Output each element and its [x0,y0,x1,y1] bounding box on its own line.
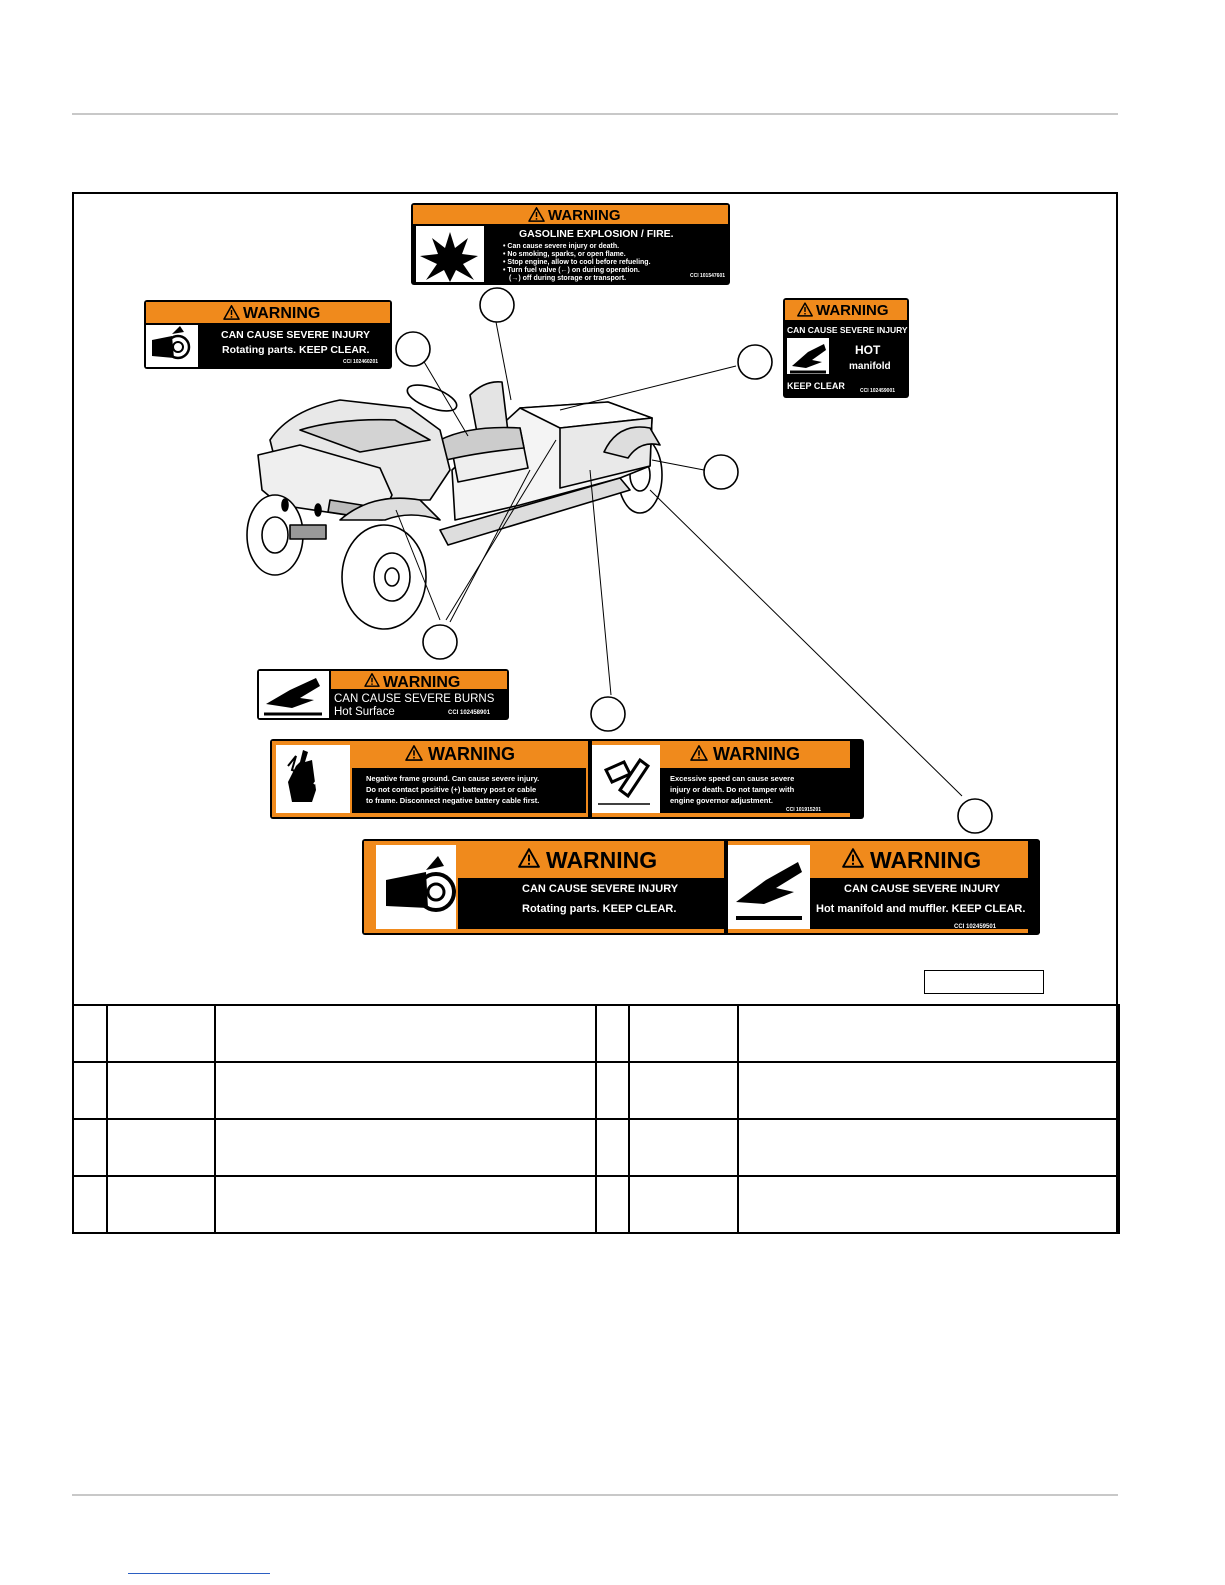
decal-combo-large: WARNING CAN CAUSE SEVERE INJURY Rotating… [362,839,1040,935]
fuel-part-no: CCI 101547601 [690,273,725,279]
decal-rotating-small: WARNING CAN CAUSE SEVERE INJURY Rotating… [144,300,392,369]
hot-manifold-manifold: manifold [849,361,891,372]
speed-line-2: injury or death. Do not tamper with [670,785,795,794]
battery-line-1: Negative frame ground. Can cause severe … [366,774,539,783]
fuel-line-5: (→) off during storage or transport. [509,275,626,282]
table-cell [737,1061,1120,1120]
decal-severe-burns: WARNING CAN CAUSE SEVERE BURNS Hot Surfa… [257,669,509,720]
table-cell [214,1175,597,1234]
steering-wheel [406,384,458,412]
combo-left-header: WARNING [546,847,657,873]
table-cell [106,1061,216,1120]
burns-line-2: Hot Surface [334,706,395,718]
fuel-line-4: • Turn fuel valve (←) on during operatio… [503,267,640,274]
leader-lines [395,321,963,797]
rotating-parts-icon [386,856,456,912]
decal-hot-manifold: WARNING CAN CAUSE SEVERE INJURY HOT mani… [783,298,909,398]
callout-circle [957,798,993,834]
table-cell [628,1175,739,1234]
table-cell [72,1118,108,1177]
fuel-title: GASOLINE EXPLOSION / FIRE. [519,228,674,240]
footer-rule [72,1494,1118,1496]
hot-surface-icon [790,344,826,374]
callout-circles [395,287,993,834]
table-cell [72,1061,108,1120]
decal-battery-speed: WARNING Negative frame ground. Can cause… [270,739,864,819]
table-cell [595,1004,630,1063]
header-rule [72,113,1118,115]
combo-left-line-2: Rotating parts. KEEP CLEAR. [522,903,676,915]
rotating-small-header: WARNING [243,305,320,322]
battery-line-2: Do not contact positive (+) battery post… [366,785,536,794]
rotating-parts-icon [152,326,191,360]
fuel-header: WARNING [548,207,621,224]
governor-icon [598,757,651,805]
table-cell [106,1118,216,1177]
fuel-line-1: • Can cause severe injury or death. [503,243,619,250]
table-cell [214,1118,597,1177]
table-cell [595,1175,630,1234]
combo-part-no: CCI 102459501 [954,924,997,930]
speed-line-3: engine governor adjustment. [670,796,773,805]
table-cell [595,1118,630,1177]
callout-circle [590,696,626,732]
callout-circle [395,331,431,367]
table-cell [595,1061,630,1120]
speed-line-1: Excessive speed can cause severe [670,774,794,783]
combo-right-line-2: Hot manifold and muffler. KEEP CLEAR. [816,903,1025,915]
utility-vehicle-drawing [246,380,663,630]
hot-manifold-line-1: CAN CAUSE SEVERE INJURY [787,325,908,335]
legend-table [72,1004,1120,1234]
hot-surface-icon [736,862,802,920]
callout-circle [737,344,773,380]
table-cell [737,1175,1120,1234]
fuel-line-3: • Stop engine, allow to cool before refu… [503,259,651,266]
combo-right-header: WARNING [870,847,981,873]
burns-header: WARNING [383,674,460,691]
battery-header: WARNING [428,744,515,764]
hot-manifold-hot: HOT [855,343,881,357]
callout-circle [422,624,458,660]
hot-manifold-header: WARNING [816,302,889,319]
rotating-small-line-1: CAN CAUSE SEVERE INJURY [221,329,370,341]
callout-circle [479,287,515,323]
table-cell [72,1175,108,1234]
hot-surface-icon [264,678,322,716]
battery-line-3: to frame. Disconnect negative battery ca… [366,796,539,805]
table-cell [737,1118,1120,1177]
fuel-line-2: • No smoking, sparks, or open flame. [503,251,626,258]
table-cell [737,1004,1120,1063]
burns-line-1: CAN CAUSE SEVERE BURNS [334,693,495,705]
decal-fuel-warning: WARNING GASOLINE EXPLOSION / FIRE. • Can… [411,203,730,285]
table-cell [628,1061,739,1120]
table-row [72,1004,1120,1063]
figure-id-box [924,970,1044,994]
combo-right-line-1: CAN CAUSE SEVERE INJURY [844,883,1001,895]
burns-part-no: CCI 102458901 [448,710,491,716]
explosion-icon [420,232,478,282]
battery-speed-part-no: CCI 101915201 [786,807,821,813]
table-row [72,1118,1120,1177]
rotating-small-line-2: Rotating parts. KEEP CLEAR. [222,344,369,356]
seat [469,380,509,439]
speed-header: WARNING [713,744,800,764]
rotating-small-part-no: CCI 102460201 [343,359,378,365]
table-cell [628,1118,739,1177]
table-cell [72,1004,108,1063]
decal-illustration: WARNING GASOLINE EXPLOSION / FIRE. • Can… [144,203,1040,935]
table-cell [628,1004,739,1063]
hot-manifold-keep-clear: KEEP CLEAR [787,381,845,391]
table-row [72,1061,1120,1120]
table-row [72,1175,1120,1234]
table-cell [106,1175,216,1234]
combo-left-line-1: CAN CAUSE SEVERE INJURY [522,883,679,895]
callout-circle [703,454,739,490]
electric-shock-icon [287,750,331,802]
table-cell [214,1061,597,1120]
footer-link-underline[interactable] [128,1573,270,1574]
figure-frame [72,192,1118,1234]
table-cell [214,1004,597,1063]
table-cell [106,1004,216,1063]
hot-manifold-part-no: CCI 102459001 [860,388,895,394]
